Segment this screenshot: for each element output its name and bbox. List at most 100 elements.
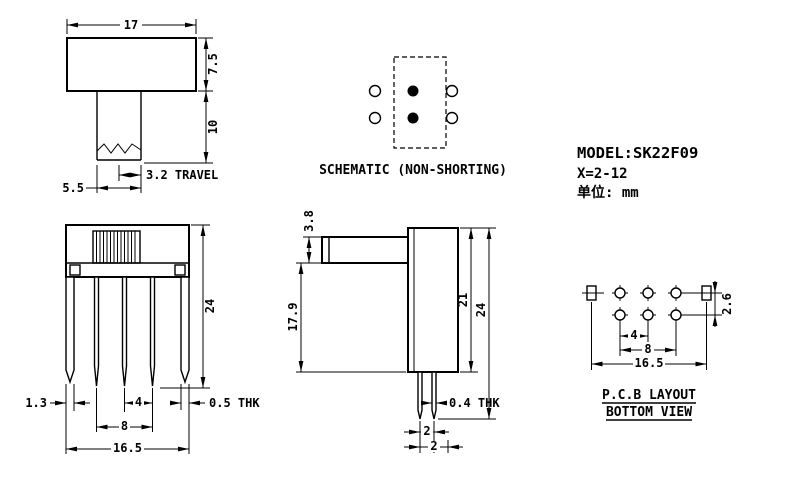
pin-view-height-dim-label: 24 (203, 299, 217, 313)
overall-width-dim-label: 16.5 (113, 441, 142, 455)
hole-center-marks (582, 285, 684, 323)
front-body-height-dimension: 7.5 (198, 37, 220, 92)
pin-thickness-dim-label: 0.5 THK (209, 396, 260, 410)
side-thickness-dimension: 0.4 THK (421, 396, 500, 410)
depth-dimension: 17.9 (286, 262, 406, 373)
leg-width-dimension: 1.3 (25, 384, 90, 411)
front-stem (96, 91, 142, 161)
ext-line (438, 227, 496, 420)
side-pin-front (417, 371, 423, 420)
front-stem-height-dim-label: 10 (206, 120, 220, 134)
pin-pitch-dim-label: 4 (135, 395, 142, 409)
label-mask (120, 18, 142, 31)
side-total-height-dimension: 24 (438, 227, 496, 420)
front-view: 17 7.5 10 3.2 TRAVEL 5.5 (62, 18, 220, 195)
label-mask (111, 442, 144, 454)
side-body-outline (407, 227, 459, 373)
body-hole-right (174, 264, 186, 276)
ext-line (591, 302, 707, 370)
overall-width-dimension: 16.5 (65, 384, 190, 455)
front-travel-dimension: 3.2 TRAVEL (118, 165, 218, 193)
side-pin-rear (431, 371, 437, 420)
pcb-view: 2.6 4 8 16.5 P.C.B LAYOUT BOTTOM VIEW (582, 281, 734, 421)
side-pin-dim-a-label: 2 (423, 424, 430, 438)
pcb-hole (670, 287, 682, 299)
pcb-hole (614, 287, 626, 299)
schematic-dashed-box (393, 56, 447, 149)
pcb-caption-line2: BOTTOM VIEW (606, 405, 692, 420)
mounting-leg-left (65, 276, 75, 385)
schematic-caption: SCHEMATIC (NON-SHORTING) (319, 163, 507, 178)
row-spacing-dimension: 2.6 (684, 281, 734, 327)
pcb-overall-dimension: 16.5 (591, 302, 707, 370)
ext-line (160, 224, 210, 389)
pin-view-body-outline (65, 224, 190, 278)
knob-height-dimension: 3.8 (302, 210, 322, 263)
pcb-hole (614, 309, 626, 321)
pcb-caption-line1: P.C.B LAYOUT (602, 388, 696, 403)
pcb-slot-left (586, 285, 597, 301)
side-pin-dimensions: 2 2 (404, 421, 463, 453)
label-mask (428, 441, 440, 452)
pin-thickness-dimension: 0.5 THK (170, 384, 260, 410)
side-view: 3.8 17.9 21 24 2 2 (286, 210, 500, 453)
schematic-common-pin-filled (407, 85, 419, 97)
front-width-dimension: 17 (66, 18, 197, 34)
terminal-pin-3 (149, 276, 156, 387)
label-mask (421, 426, 433, 437)
front-body-height-dim-label: 7.5 (206, 53, 220, 75)
stem-break-line (96, 143, 142, 154)
model-number-text: MODEL:SK22F09 (577, 144, 698, 162)
pin-span-dimension: 8 (96, 388, 153, 433)
label-mask (119, 420, 130, 432)
ext-line (124, 388, 153, 432)
model-info-block: MODEL:SK22F09 X=2-12 单位: mm (577, 144, 698, 201)
front-width-dim-label: 17 (124, 18, 138, 32)
front-stem-width-dim-label: 5.5 (62, 181, 84, 195)
pin-pitch-dimension: 4 (124, 388, 153, 432)
stem-outline (96, 91, 142, 161)
pin-span-dim-label: 8 (121, 419, 128, 433)
position-range-text: X=2-12 (577, 166, 628, 182)
label-mask (633, 357, 665, 370)
front-body-outline (66, 37, 197, 92)
pin-view: 24 1.3 4 8 16.5 (25, 224, 260, 455)
unit-text: 单位: mm (577, 184, 639, 201)
pcb-hole (642, 287, 654, 299)
front-stem-width-dimension: 5.5 (62, 165, 141, 195)
ext-line (118, 165, 142, 193)
label-mask (628, 329, 640, 341)
hole-span-dimension: 8 (620, 322, 677, 356)
slider-hatch-lines (96, 231, 136, 263)
side-body-height-dimension: 21 (456, 227, 478, 373)
ext-line (684, 292, 722, 316)
schematic-pin-circle (368, 111, 382, 125)
body-hole-left (69, 264, 81, 276)
terminal-pin-2 (121, 276, 128, 387)
side-knob-outline (321, 236, 409, 264)
ext-line (65, 384, 75, 411)
pin-view-height-dimension: 24 (160, 224, 217, 389)
schematic-common-pin-filled (407, 112, 419, 124)
pcb-overall-dim-label: 16.5 (635, 356, 664, 370)
depth-dim-label: 17.9 (286, 303, 300, 332)
side-body-height-dim-label: 21 (456, 293, 470, 307)
mounting-leg-right (180, 276, 190, 385)
side-total-height-dim-label: 24 (474, 303, 488, 317)
terminal-pin-1 (93, 276, 100, 387)
knob-height-dim-label: 3.8 (302, 210, 316, 232)
ext-line (86, 165, 98, 193)
front-stem-height-dimension: 10 (144, 91, 220, 164)
row-spacing-dim-label: 2.6 (720, 293, 734, 315)
side-pin-dim-b-label: 2 (430, 439, 437, 453)
schematic-pin-circle (445, 84, 459, 98)
label-mask (642, 343, 654, 355)
hole-pitch-dim-label: 4 (630, 328, 637, 342)
pcb-hole (642, 309, 654, 321)
schematic-pin-circle (445, 111, 459, 125)
label-mask (133, 396, 144, 408)
side-thickness-dim-label: 0.4 THK (449, 396, 500, 410)
leg-width-dim-label: 1.3 (25, 396, 47, 410)
pcb-hole (670, 309, 682, 321)
